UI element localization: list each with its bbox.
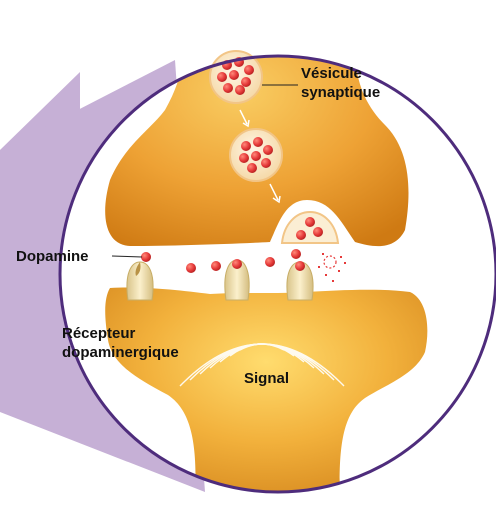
receptor-left bbox=[127, 262, 153, 300]
label-vesicle-line2: synaptique bbox=[301, 84, 380, 101]
label-dopamine: Dopamine bbox=[16, 248, 89, 265]
vesicle-middle bbox=[230, 129, 282, 181]
label-receptor-line1: Récepteur bbox=[62, 325, 136, 342]
label-receptor-line2: dopaminergique bbox=[62, 344, 179, 361]
label-signal: Signal bbox=[244, 370, 289, 387]
label-vesicle-line1: Vésicule bbox=[301, 65, 362, 82]
